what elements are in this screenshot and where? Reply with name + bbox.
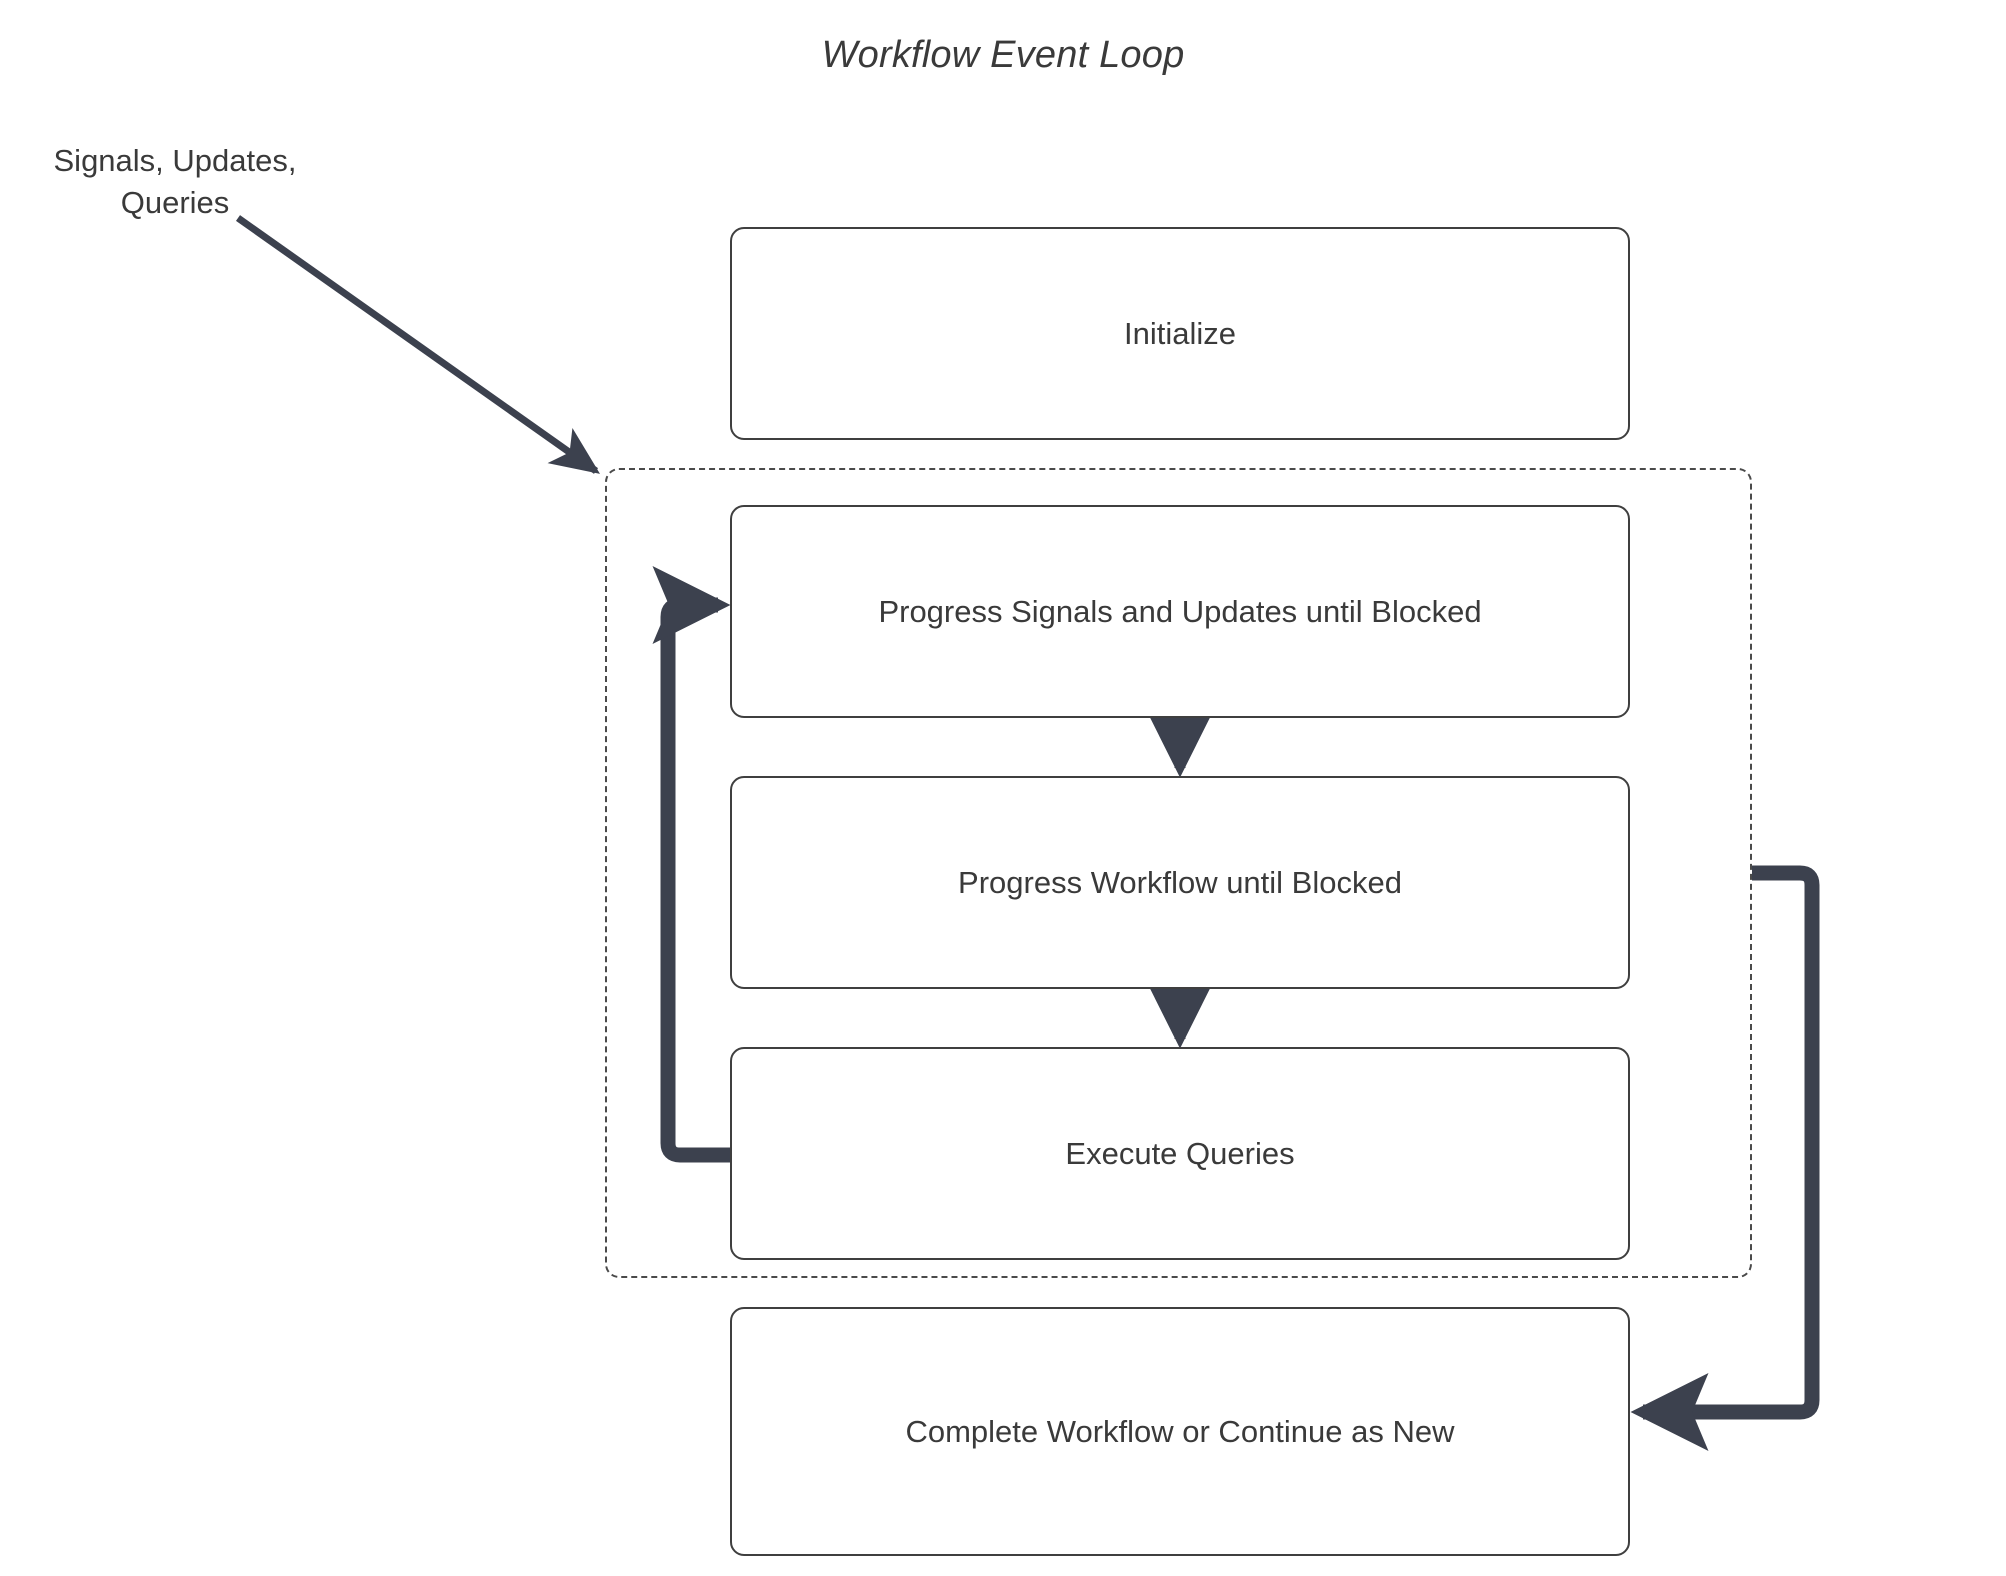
- node-execute-queries[interactable]: Execute Queries: [730, 1047, 1630, 1260]
- external-input-label-line2: Queries: [120, 185, 230, 220]
- node-progress-workflow[interactable]: Progress Workflow until Blocked: [730, 776, 1630, 989]
- page-title: Workflow Event Loop: [821, 34, 1185, 76]
- event-loop-group: [605, 468, 1752, 1278]
- node-complete-workflow[interactable]: Complete Workflow or Continue as New: [730, 1307, 1630, 1556]
- node-initialize[interactable]: Initialize: [730, 227, 1630, 440]
- node-progress-signals-label: Progress Signals and Updates until Block…: [878, 593, 1482, 629]
- node-execute-queries-label: Execute Queries: [1065, 1135, 1295, 1171]
- node-complete-workflow-label: Complete Workflow or Continue as New: [905, 1413, 1455, 1449]
- node-progress-workflow-label: Progress Workflow until Blocked: [958, 864, 1402, 900]
- edge-signals-into-loop: [235, 215, 601, 474]
- external-input-label-line1: Signals, Updates,: [53, 143, 297, 178]
- node-progress-signals[interactable]: Progress Signals and Updates until Block…: [730, 505, 1630, 718]
- external-input-label: Signals, Updates, Queries: [20, 140, 330, 224]
- node-initialize-label: Initialize: [1124, 315, 1236, 351]
